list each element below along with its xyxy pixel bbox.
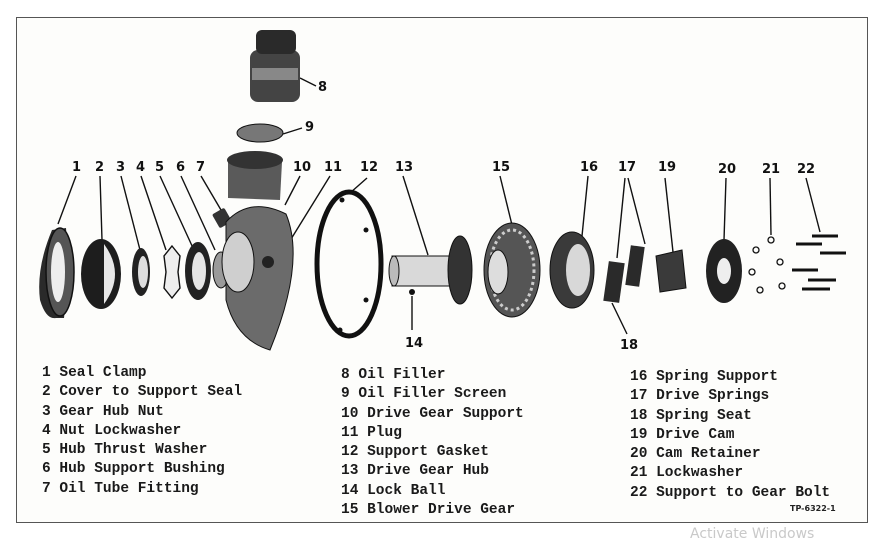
leader-6 xyxy=(180,175,216,251)
support-bolt-part xyxy=(792,234,846,291)
support-gasket-part xyxy=(314,189,384,339)
callout-2: 2 xyxy=(95,160,105,175)
callout-18: 18 xyxy=(620,338,639,353)
legend-item: 21 Lockwasher xyxy=(630,465,744,482)
legend-item: 11 Plug xyxy=(341,424,402,441)
blower-drive-gear-part xyxy=(483,222,541,318)
legend-item: 2 Cover to Support Seal xyxy=(42,384,243,401)
oil-filler-part xyxy=(250,30,300,102)
legend-item: 19 Drive Cam xyxy=(630,426,735,443)
legend-item: 5 Hub Thrust Washer xyxy=(42,442,208,459)
leader-21 xyxy=(769,177,772,236)
figure-reference: TP-6322-1 xyxy=(790,504,836,513)
callout-14: 14 xyxy=(405,336,424,351)
leader-4 xyxy=(140,175,167,251)
leader-19 xyxy=(664,177,674,253)
callout-21: 21 xyxy=(762,162,781,177)
spring-support-part xyxy=(549,231,595,309)
leader-17a xyxy=(616,177,626,259)
callout-12: 12 xyxy=(360,160,379,175)
leader-10 xyxy=(284,175,301,206)
callout-15: 15 xyxy=(492,160,511,175)
callout-20: 20 xyxy=(718,162,737,177)
callout-13: 13 xyxy=(395,160,414,175)
legend-item: 1 Seal Clamp xyxy=(42,365,147,381)
legend-item: 6 Hub Support Bushing xyxy=(42,461,225,478)
leader-5 xyxy=(159,175,194,249)
leader-18 xyxy=(611,302,628,335)
legend-item: 7 Oil Tube Fitting xyxy=(42,480,199,497)
legend-item: 16 Spring Support xyxy=(630,369,778,385)
legend-item: 14 Lock Ball xyxy=(341,482,446,499)
legend-column-3: 16 Spring Support 17 Drive Springs 18 Sp… xyxy=(630,368,830,503)
callout-6: 6 xyxy=(176,160,186,175)
legend-item: 12 Support Gasket xyxy=(341,444,489,461)
leader-16 xyxy=(581,175,589,237)
leader-1 xyxy=(57,175,77,225)
legend-item: 8 Oil Filler xyxy=(341,367,446,383)
drive-cam-part xyxy=(655,249,687,293)
callout-16: 16 xyxy=(580,160,599,175)
legend-column-2: 8 Oil Filler 9 Oil Filler Screen 10 Driv… xyxy=(341,366,524,520)
gear-hub-nut-part xyxy=(132,248,150,296)
leader-15 xyxy=(499,175,513,226)
legend-item: 17 Drive Springs xyxy=(630,388,770,405)
legend-item: 18 Spring Seat xyxy=(630,407,752,424)
nut-lockwasher-part xyxy=(163,244,181,300)
cover-seal-part xyxy=(81,239,121,309)
oil-filler-screen-part xyxy=(236,123,284,143)
legend-item: 20 Cam Retainer xyxy=(630,446,761,463)
leader-13 xyxy=(402,175,429,256)
leader-9 xyxy=(282,127,303,135)
legend-item: 22 Support to Gear Bolt xyxy=(630,484,831,501)
drive-spring-part xyxy=(625,245,645,287)
drive-gear-support-part xyxy=(221,151,294,351)
legend-item: 15 Blower Drive Gear xyxy=(341,502,516,519)
callout-10: 10 xyxy=(293,160,312,175)
legend-item: 3 Gear Hub Nut xyxy=(42,403,164,420)
drive-gear-hub-part xyxy=(388,235,473,305)
legend-item: 10 Drive Gear Support xyxy=(341,405,524,422)
callout-22: 22 xyxy=(797,162,816,177)
legend-item: 9 Oil Filler Screen xyxy=(341,386,507,403)
callout-1: 1 xyxy=(72,160,82,175)
callout-11: 11 xyxy=(324,160,343,175)
seal-clamp-part xyxy=(39,227,75,319)
callout-3: 3 xyxy=(116,160,126,175)
callout-8: 8 xyxy=(318,80,328,95)
leader-20 xyxy=(723,177,727,241)
callout-19: 19 xyxy=(658,160,677,175)
legend-item: 4 Nut Lockwasher xyxy=(42,422,182,439)
legend-column-1: 1 Seal Clamp 2 Cover to Support Seal 3 G… xyxy=(42,364,242,499)
callout-5: 5 xyxy=(155,160,165,175)
lockwasher-part xyxy=(748,236,786,294)
hub-thrust-washer-part xyxy=(185,242,211,300)
leader-2 xyxy=(99,175,103,241)
spring-seat-part xyxy=(603,261,625,303)
legend-item: 13 Drive Gear Hub xyxy=(341,463,489,480)
leader-8 xyxy=(299,77,317,87)
activation-watermark: Activate Windows xyxy=(690,526,815,542)
leader-3 xyxy=(120,175,141,251)
cam-retainer-part xyxy=(706,239,742,303)
leader-22 xyxy=(805,177,821,233)
callout-9: 9 xyxy=(305,120,315,135)
callout-7: 7 xyxy=(196,160,206,175)
callout-17: 17 xyxy=(618,160,637,175)
leader-7 xyxy=(200,175,222,211)
callout-4: 4 xyxy=(136,160,146,175)
leader-17b xyxy=(627,177,646,245)
